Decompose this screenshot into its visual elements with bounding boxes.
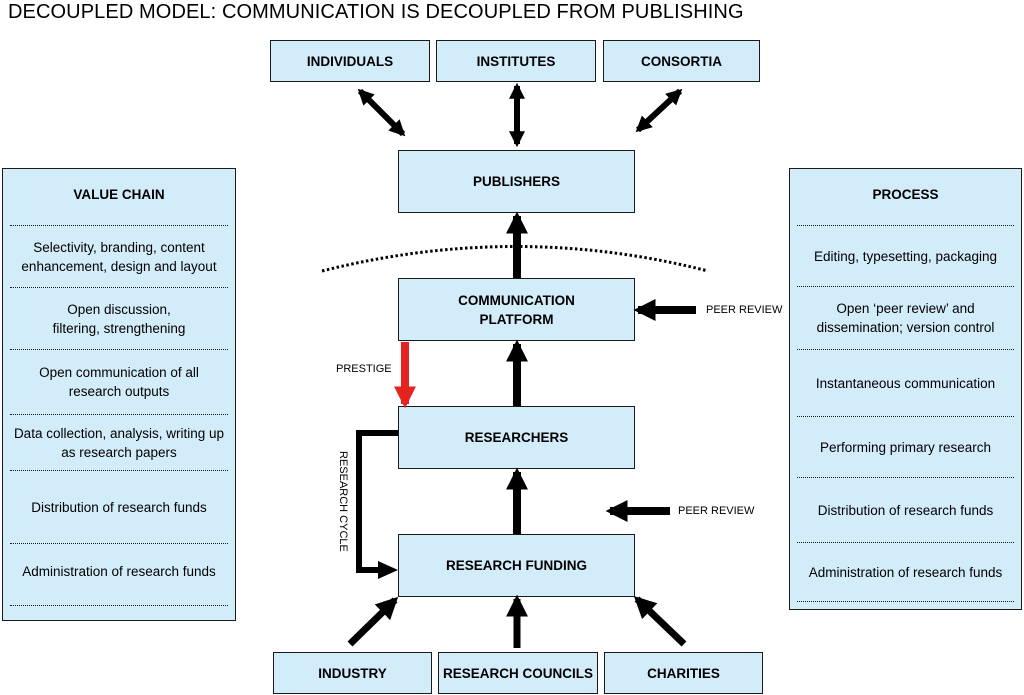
separator bbox=[10, 225, 228, 226]
industry-to-funding-arrow bbox=[347, 596, 399, 647]
separator bbox=[797, 416, 1014, 417]
process-row: Open ‘peer review’ and dissemination; ve… bbox=[816, 301, 995, 335]
peer-review-label-top: PEER REVIEW bbox=[706, 304, 783, 316]
peer-review-label-bottom: PEER REVIEW bbox=[678, 505, 755, 517]
research-funding-box: RESEARCH FUNDING bbox=[398, 534, 635, 597]
process-row: Distribution of research funds bbox=[817, 502, 994, 518]
separator bbox=[10, 414, 228, 415]
value-chain-heading: VALUE CHAIN bbox=[73, 187, 165, 202]
charities-to-funding-arrow bbox=[633, 595, 687, 647]
separator bbox=[797, 542, 1014, 543]
separator bbox=[797, 349, 1014, 350]
value-chain-row: Open discussion, filtering, strengthenin… bbox=[52, 301, 186, 336]
value-chain-row: Distribution of research funds bbox=[31, 499, 207, 515]
process-panel: PROCESS Editing, typesetting, packaging … bbox=[789, 168, 1022, 610]
separator bbox=[797, 225, 1014, 226]
separator bbox=[10, 605, 228, 606]
value-chain-panel: VALUE CHAIN Selectivity, branding, conte… bbox=[2, 168, 236, 621]
process-row: Instantaneous communication bbox=[815, 375, 996, 391]
separator bbox=[797, 477, 1014, 478]
process-row: Editing, typesetting, packaging bbox=[813, 248, 998, 264]
separator bbox=[10, 349, 228, 350]
value-chain-row: Administration of research funds bbox=[22, 563, 216, 579]
prestige-label: PRESTIGE bbox=[336, 363, 392, 375]
publishers-box: PUBLISHERS bbox=[398, 150, 635, 213]
separator bbox=[10, 470, 228, 471]
individuals-box: INDIVIDUALS bbox=[270, 40, 430, 82]
value-chain-row: Data collection, analysis, writing up as… bbox=[13, 425, 225, 460]
process-heading: PROCESS bbox=[872, 187, 939, 202]
process-row: Performing primary research bbox=[819, 439, 992, 455]
research-councils-box: RESEARCH COUNCILS bbox=[438, 652, 598, 694]
separator bbox=[10, 287, 228, 288]
process-row: Administration of research funds bbox=[808, 564, 1003, 580]
research-cycle-connector bbox=[356, 430, 398, 573]
separator bbox=[797, 286, 1014, 287]
value-chain-row: Open communication of all research outpu… bbox=[39, 365, 199, 399]
value-chain-row: Selectivity, branding, content enhanceme… bbox=[21, 239, 217, 274]
separator bbox=[797, 601, 1014, 602]
institutes-box: INSTITUTES bbox=[436, 40, 596, 82]
industry-box: INDUSTRY bbox=[273, 652, 432, 694]
research-cycle-arrowhead bbox=[378, 561, 398, 579]
separator bbox=[10, 543, 228, 544]
communication-platform-box: COMMUNICATION PLATFORM bbox=[398, 278, 635, 341]
consortia-publishers-arrow bbox=[635, 88, 683, 133]
research-cycle-label: RESEARCH CYCLE bbox=[337, 451, 349, 552]
individuals-publishers-arrow bbox=[357, 88, 406, 137]
researchers-box: RESEARCHERS bbox=[398, 406, 635, 469]
diagram-title: DECOUPLED MODEL: COMMUNICATION IS DECOUP… bbox=[8, 1, 744, 23]
charities-box: CHARITIES bbox=[604, 652, 763, 694]
consortia-box: CONSORTIA bbox=[603, 40, 760, 82]
